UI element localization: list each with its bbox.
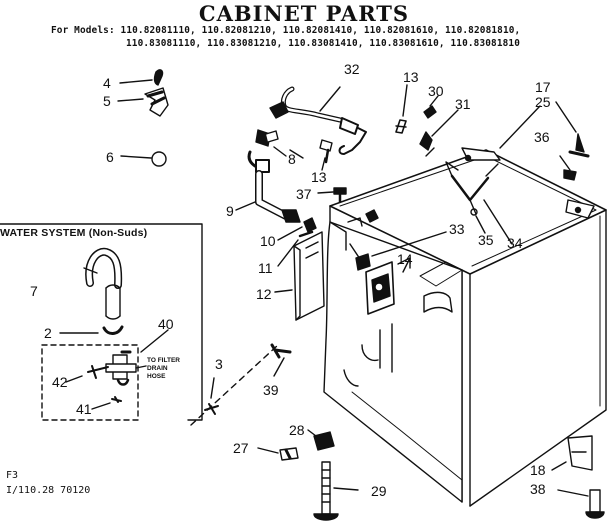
part-4-screw [119,69,164,86]
part-38-leg [557,489,605,519]
callout-13b: 13 [311,169,327,185]
callout-9: 9 [226,203,234,219]
part-13-screw-a [395,84,408,134]
callout-12: 12 [256,286,272,302]
part-29-leg [313,461,359,521]
leader-8 [289,149,304,159]
footer-code-line-1: F3 [6,470,19,481]
part-13-screw-b [319,139,333,171]
part-18-bracket [551,435,593,471]
callout-8: 8 [288,151,296,167]
diagram-title: CABINET PARTS [198,1,410,26]
part-2-clamp [102,325,124,335]
callout-29: 29 [371,483,387,499]
water-system-inset [0,223,203,421]
callout-18: 18 [530,462,546,478]
callout-34: 34 [507,235,523,251]
part-41 [91,396,122,410]
callout-17: 17 [535,79,551,95]
callout-38: 38 [530,481,546,497]
part-32-wire [269,86,367,155]
callout-2: 2 [44,325,52,341]
part-12-bracket [274,231,325,321]
note-line-1: TO FILTER [147,357,180,364]
part-7-hose [83,247,123,320]
part-9-hose [235,150,301,223]
part-6-grommet [120,151,167,167]
model-list-line-2: 110.83081110, 110.83081210, 110.83081410… [126,38,521,49]
water-system-title: WATER SYSTEM (Non-Suds) [0,227,148,239]
part-30-31 [419,95,459,157]
callout-4: 4 [103,75,111,91]
callout-14: 14 [397,251,413,267]
part-42-screw [65,365,109,383]
part-34-spring [445,161,513,245]
note-line-2: DRAIN [147,365,168,372]
callout-6: 6 [106,149,114,165]
callout-3: 3 [215,356,223,372]
model-list-line-1: For Models: 110.82081110, 110.82081210, … [51,25,521,36]
spacer [390,112,396,128]
part-10-11 [277,217,317,267]
part-8-fitting [255,129,287,157]
callout-30: 30 [428,83,444,99]
callout-36: 36 [534,129,550,145]
callout-31: 31 [455,96,471,112]
to-filter-drain-hose-note: TO FILTER DRAIN HOSE [147,357,195,381]
part-25-17 [499,101,590,158]
part-3 [190,344,279,426]
callout-39: 39 [263,382,279,398]
part-40-tee [105,329,169,386]
footer-code-line-2: I/110.28 70120 [6,485,91,496]
note-line-3: HOSE [147,373,166,380]
callout-25: 25 [535,94,551,110]
callout-35: 35 [478,232,494,248]
callout-33: 33 [449,221,465,237]
callout-40: 40 [158,316,174,332]
callout-10: 10 [260,233,276,249]
part-14-switch [349,231,447,315]
callout-37: 37 [296,186,312,202]
cabinet-body [323,147,607,507]
part-36-screw [559,155,577,181]
callout-32: 32 [344,61,360,77]
part-39-screw [270,343,292,377]
callout-28: 28 [289,422,305,438]
callout-5: 5 [103,93,111,109]
callout-11: 11 [258,260,273,276]
callout-42: 42 [52,374,68,390]
part-28-27 [257,429,335,461]
callout-13a: 13 [403,69,419,85]
callout-7: 7 [30,283,38,299]
part-5-clip [117,87,169,117]
callout-41: 41 [76,401,92,417]
callout-27: 27 [233,440,249,456]
